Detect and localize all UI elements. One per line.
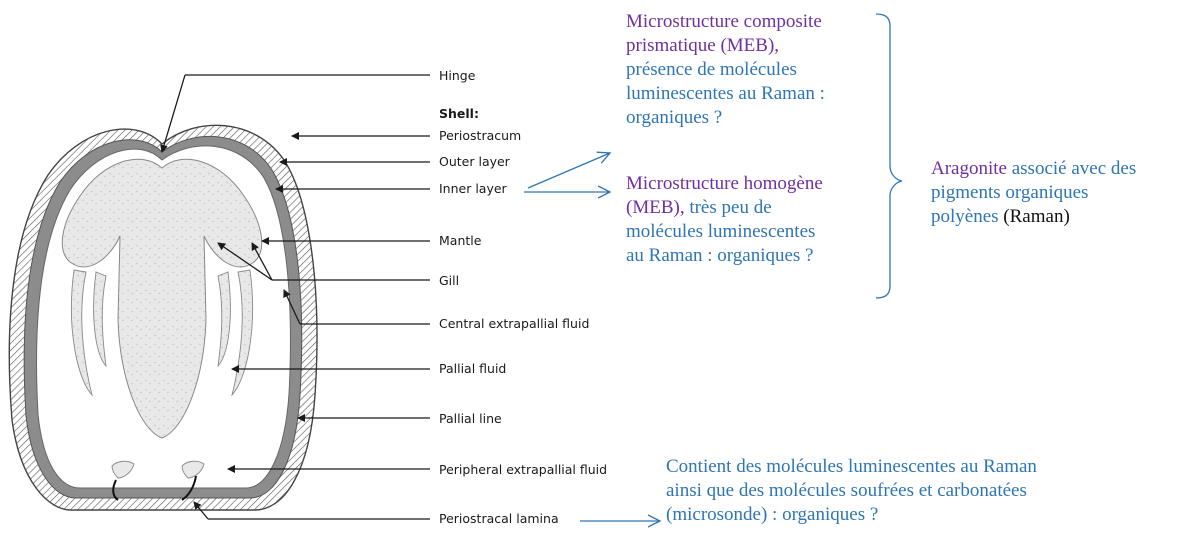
mantle-body	[61, 158, 263, 501]
bracket	[875, 13, 903, 299]
label-peripheral-fluid: Peripheral extrapallial fluid	[439, 462, 607, 477]
note-inner-line-3: molécules luminescentes	[626, 221, 816, 242]
note-outer-line-1: Microstructure composite	[626, 11, 822, 32]
periostracal-lamina-left	[112, 479, 119, 501]
note-inner-line-1: Microstructure homogène	[626, 173, 823, 194]
leader-lines	[160, 74, 430, 520]
note-lamina-line-1: Contient des molécules luminescentes au …	[666, 456, 1037, 477]
peripheral-fold-right	[181, 460, 205, 479]
label-periostracum: Periostracum	[439, 128, 521, 143]
note-outer-line-5: organiques ?	[626, 107, 723, 128]
note-inner-line-2: (MEB), très peu de	[626, 196, 823, 220]
note-inner-line-2-rest: très peu de	[684, 197, 772, 218]
note-outer-line-2: prismatique (MEB),	[626, 34, 825, 58]
note-inner-line-4: au Raman : organiques ?	[626, 245, 814, 266]
note-outer-line-3: présence de molécules	[626, 59, 797, 80]
gill-left-1	[71, 269, 93, 396]
label-hinge: Hinge	[439, 68, 476, 83]
note-lamina-line-3: (microsonde) : organiques ?	[666, 504, 879, 525]
note-aragonite-line-3: polyènes (Raman)	[931, 205, 1136, 229]
note-lamina-line-2: ainsi que des molécules soufrées et carb…	[666, 480, 1027, 501]
label-central-fluid: Central extrapallial fluid	[439, 316, 589, 331]
note-aragonite-line-2: pigments organiques	[931, 182, 1089, 203]
note-aragonite-raman: (Raman)	[1003, 206, 1070, 227]
label-pallial-fluid: Pallial fluid	[439, 361, 506, 376]
note-inner-meb: (MEB),	[626, 197, 685, 218]
note-aragonite-line-1: Aragonite associé avec des	[931, 157, 1136, 181]
label-outer-layer: Outer layer	[439, 154, 511, 169]
note-aragonite-polyenes: polyènes	[931, 206, 1004, 227]
periostracal-lamina-right	[181, 475, 197, 501]
annotation-arrows	[524, 153, 660, 521]
note-outer-layer: Microstructure composite prismatique (ME…	[626, 10, 825, 130]
gill-right-2	[217, 271, 231, 368]
mantle	[61, 158, 263, 439]
label-periostracal-lamina: Periostracal lamina	[439, 511, 559, 526]
note-outer-line-4: luminescentes au Raman :	[626, 83, 825, 104]
gill-right-1	[231, 269, 253, 396]
note-inner-layer: Microstructure homogène (MEB), très peu …	[626, 172, 823, 268]
label-pallial-line: Pallial line	[439, 411, 502, 426]
note-aragonite-line-1-rest: associé avec des	[1006, 158, 1137, 179]
note-aragonite-word: Aragonite	[931, 158, 1007, 179]
label-gill: Gill	[439, 273, 459, 288]
note-outer-line-2-text: prismatique (MEB),	[626, 35, 780, 56]
note-aragonite: Aragonite associé avec des pigments orga…	[931, 157, 1136, 229]
peripheral-fold-left	[111, 460, 135, 479]
gill-left-2	[93, 271, 107, 368]
note-lamina: Contient des molécules luminescentes au …	[666, 455, 1037, 527]
label-shell: Shell:	[439, 106, 479, 121]
label-mantle: Mantle	[439, 233, 482, 248]
label-inner-layer: Inner layer	[439, 181, 508, 196]
